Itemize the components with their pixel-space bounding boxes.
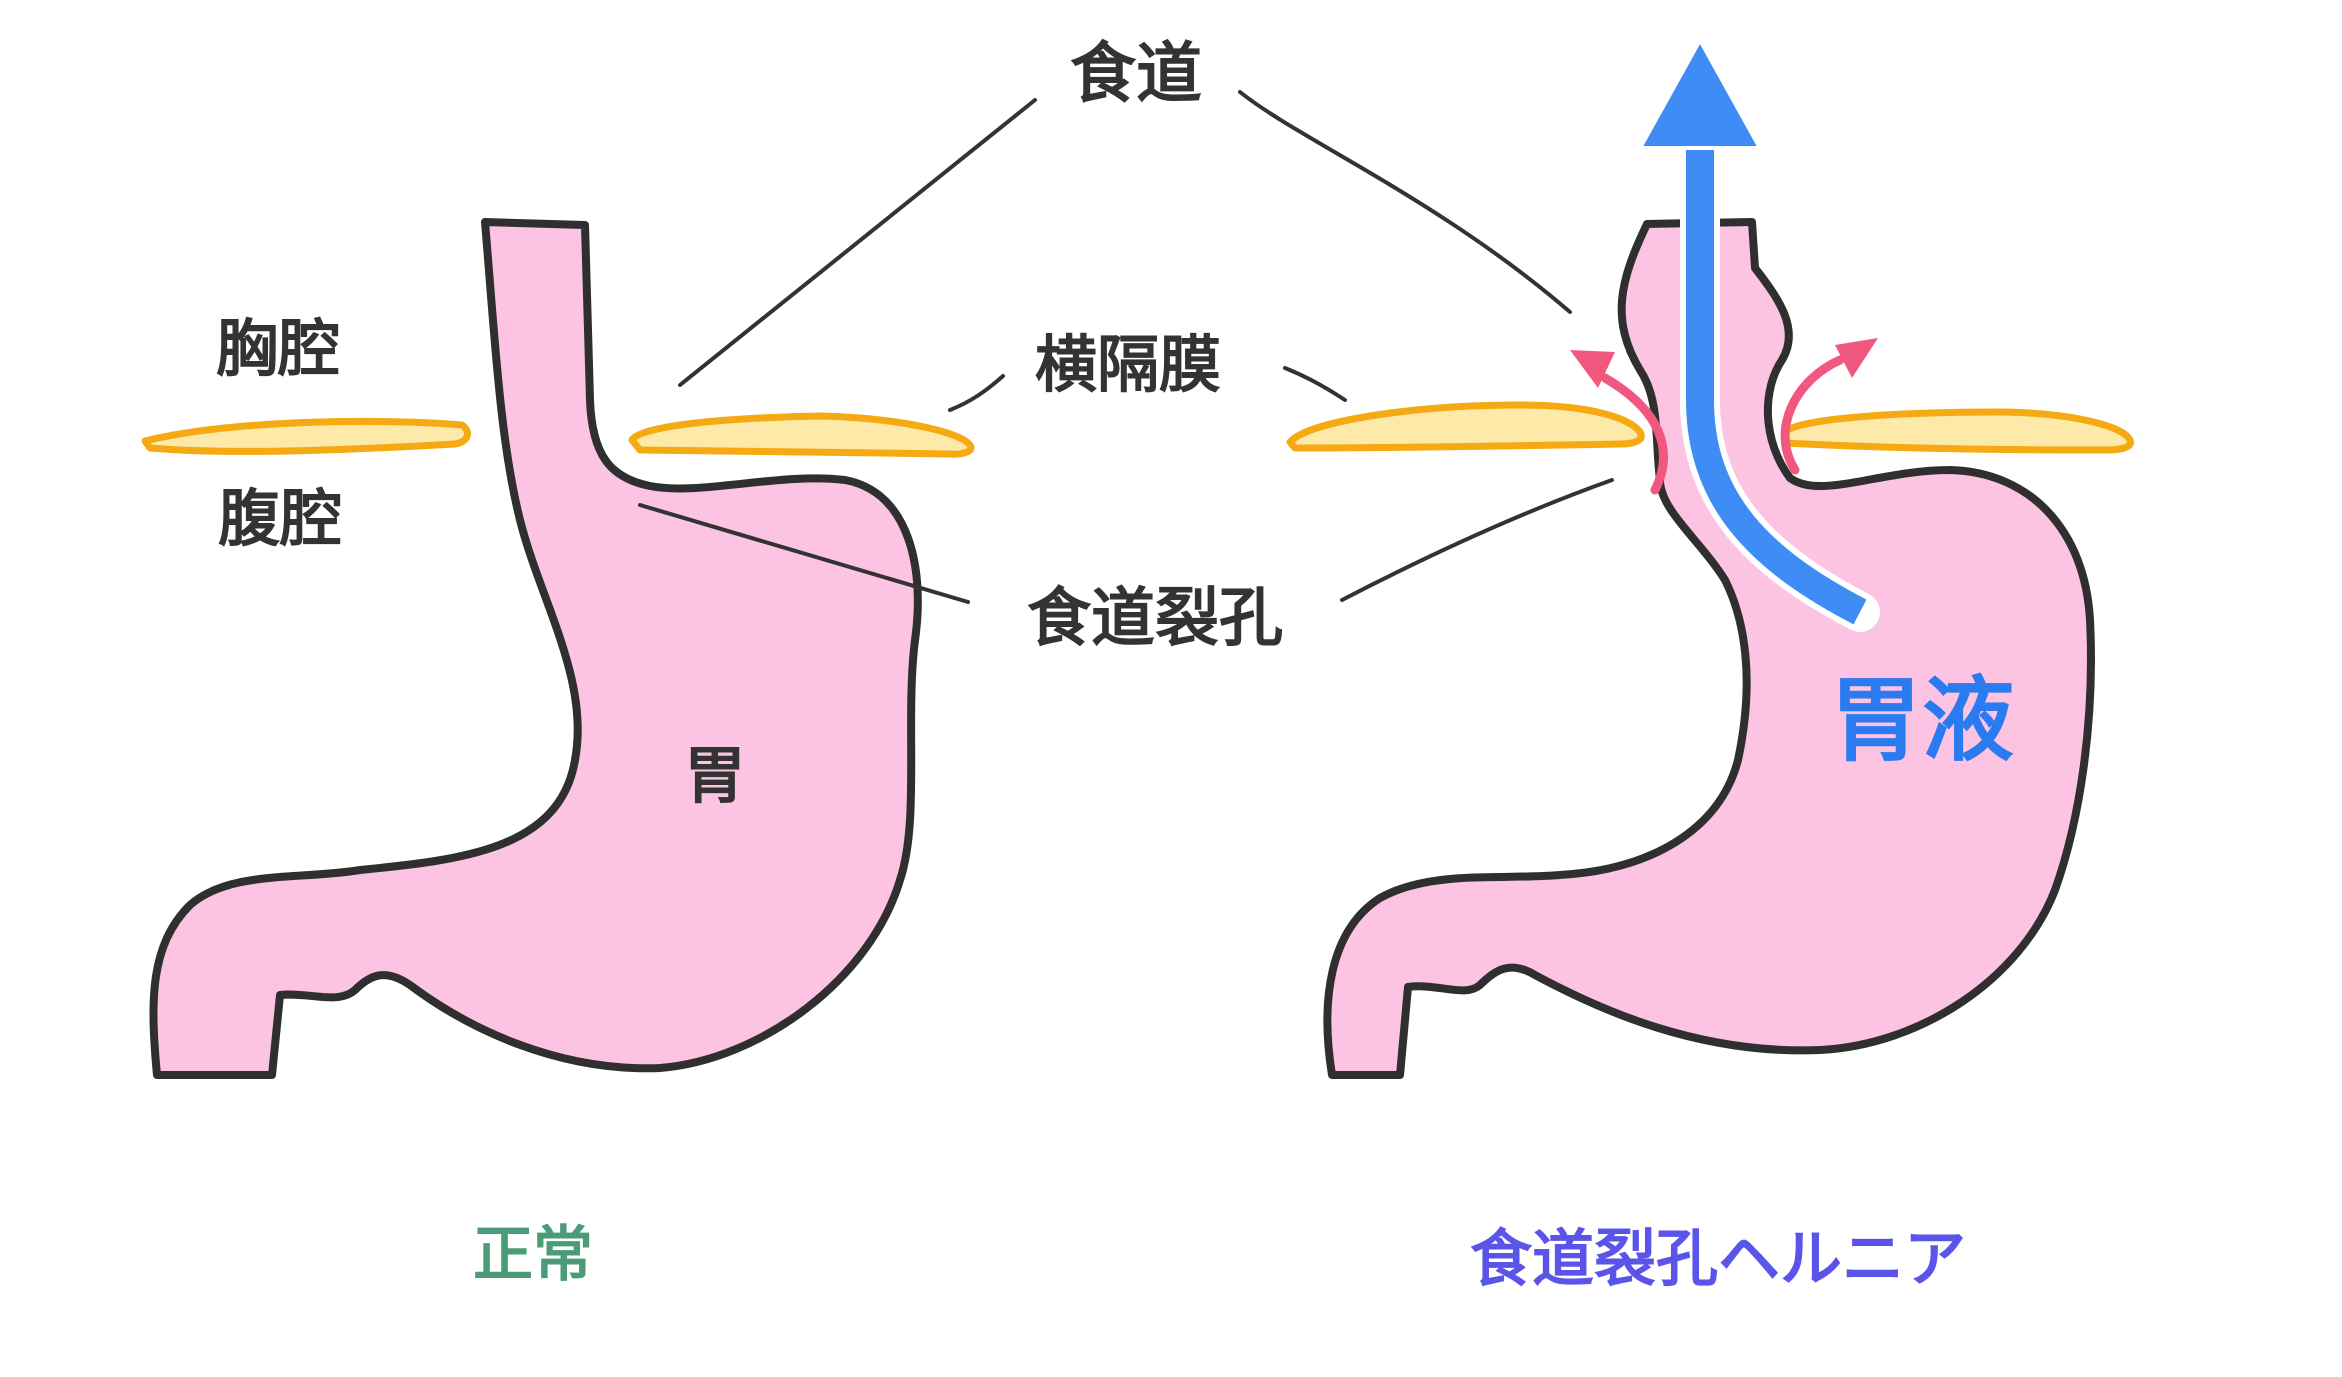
hernia-diaphragm-left (1286, 401, 1645, 452)
leader-diaphragm-left (948, 374, 1005, 412)
leader-esophagus-right (1238, 90, 1572, 314)
hernia-stomach (1323, 218, 2095, 1079)
normal-diaphragm-right (628, 412, 975, 458)
label-hiatus: 食道裂孔 (1027, 582, 1283, 656)
label-abdominal-cavity: 腹腔 (218, 482, 342, 555)
label-gastric-juice: 胃液 (1830, 667, 2014, 774)
hernia-stomach-group (1286, 38, 2134, 1079)
reflux-arrow (1638, 38, 1880, 632)
caption-normal: 正常 (473, 1220, 593, 1290)
leader-esophagus-left (678, 98, 1037, 387)
leader-hiatus-left (638, 503, 970, 604)
hernia-diaphragm-right (1781, 408, 2134, 454)
normal-stomach (149, 218, 922, 1079)
label-diaphragm: 横隔膜 (1035, 328, 1221, 401)
leader-diaphragm-right (1283, 366, 1347, 402)
caption-hiatal-hernia: 食道裂孔ヘルニア (1470, 1222, 1966, 1295)
normal-stomach-group (141, 218, 975, 1079)
leader-lines (638, 90, 1614, 604)
normal-diaphragm-left (141, 417, 472, 455)
pressure-arrow-right (1780, 338, 1878, 475)
label-esophagus: 食道 (1070, 35, 1202, 112)
label-stomach: 胃 (684, 739, 746, 812)
label-thoracic-cavity: 胸腔 (216, 312, 340, 385)
leader-hiatus-right (1340, 478, 1614, 602)
pressure-arrow-left (1570, 350, 1668, 495)
